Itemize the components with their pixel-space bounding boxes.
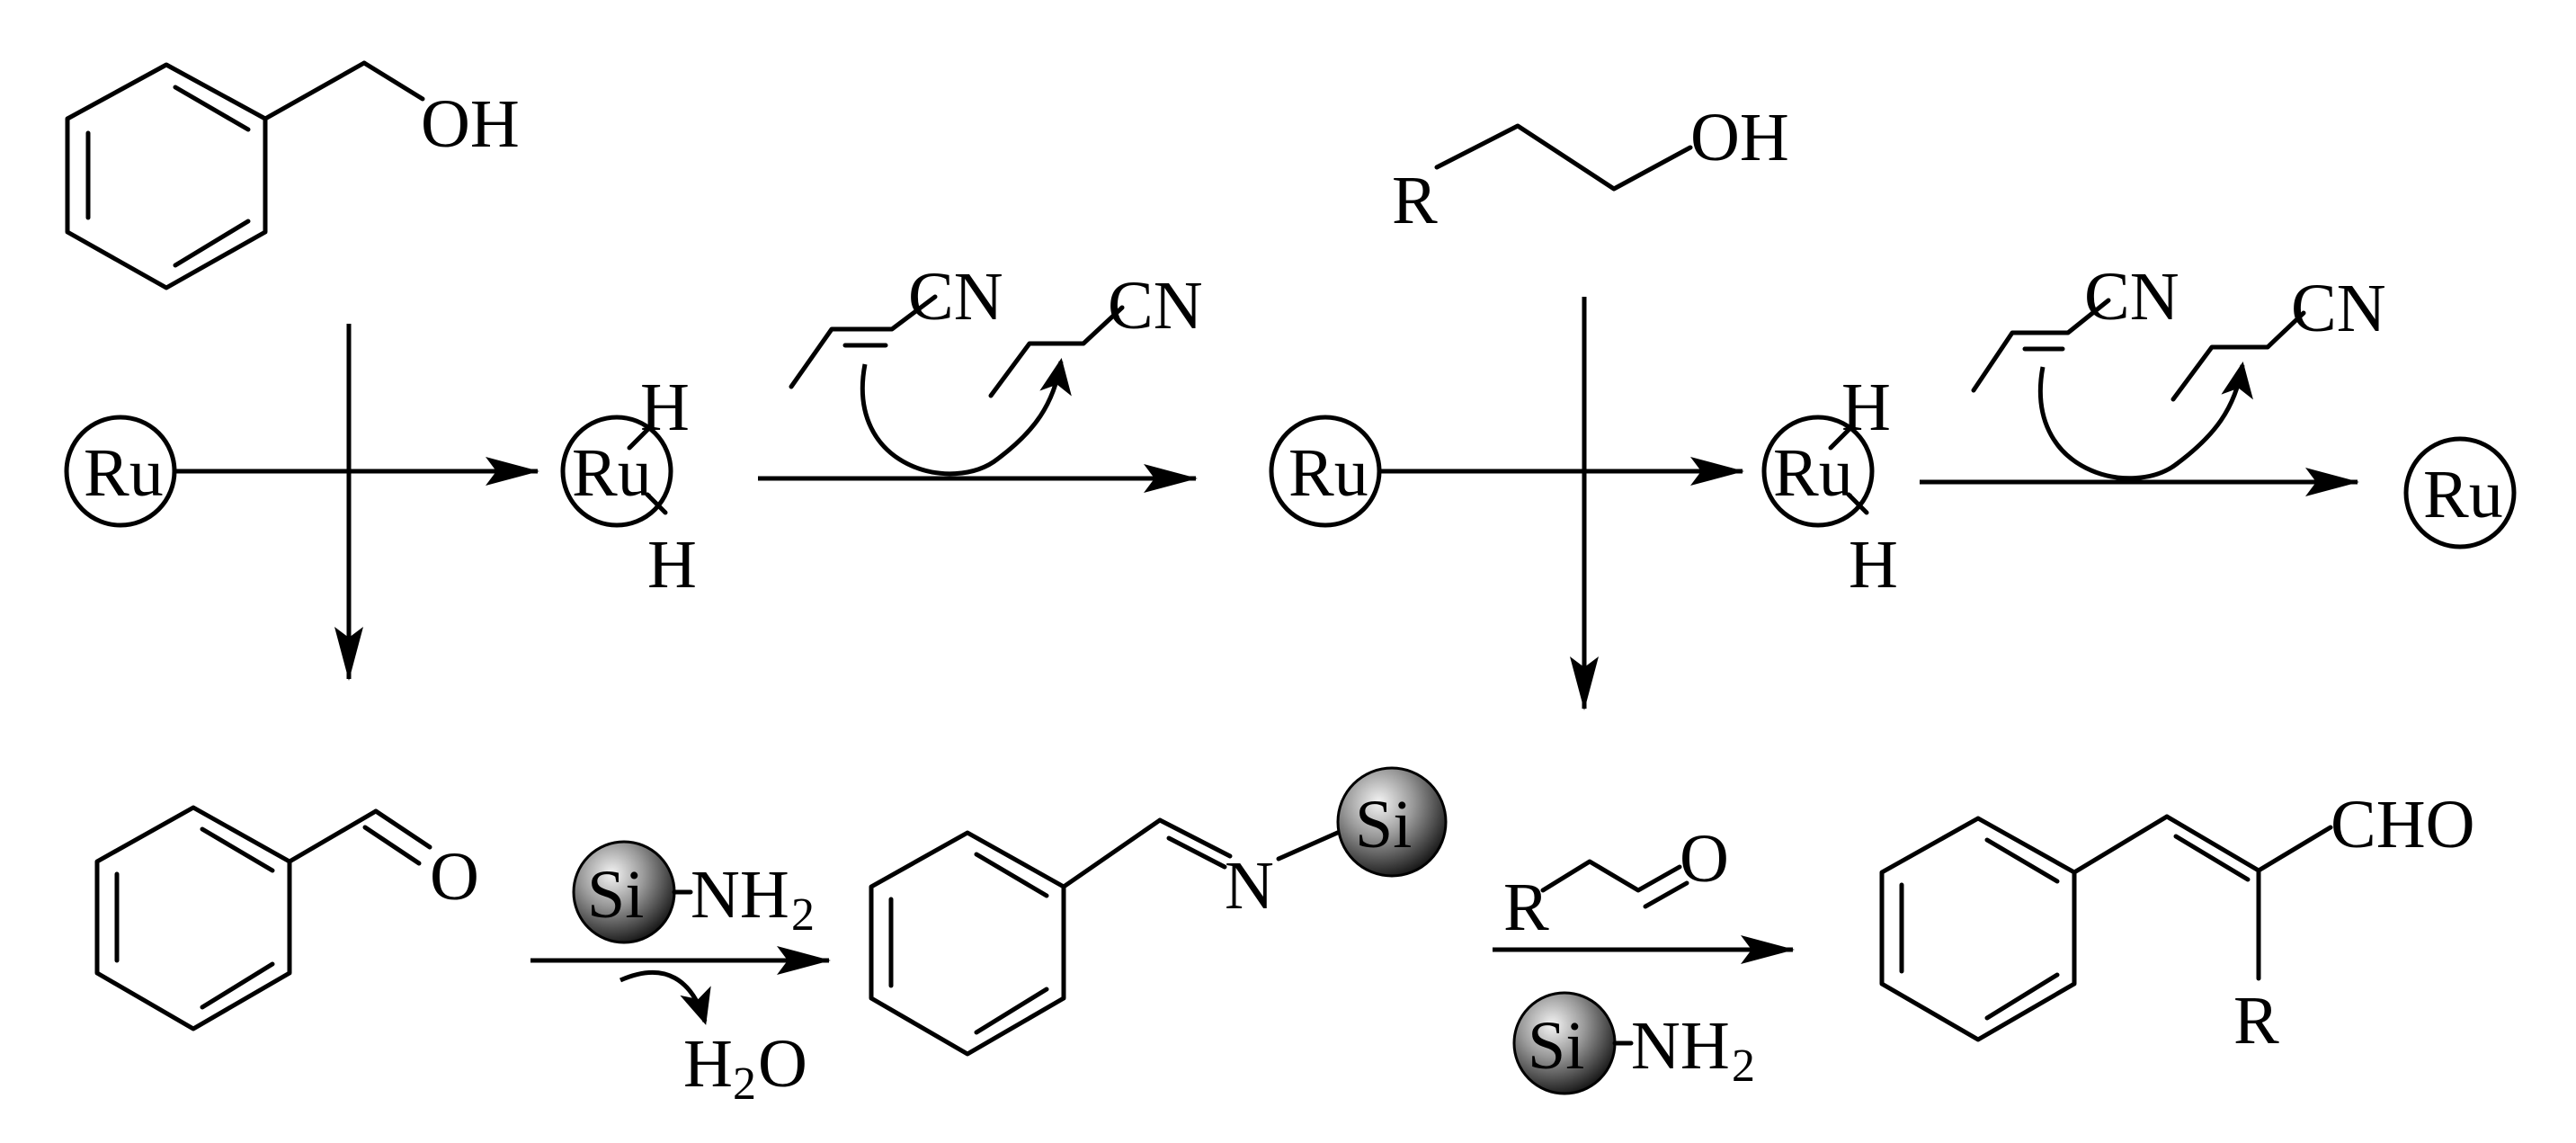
- ru-catalyst-2: Ru: [1269, 415, 1382, 528]
- amine-sub-1: 2: [791, 889, 815, 941]
- ru-label-5: Ru: [2423, 457, 2503, 532]
- acceptor-reduction-2: CN CN: [1971, 259, 2386, 481]
- water-sub: 2: [733, 1058, 756, 1110]
- aliphatic-aldehyde-reagent: R O: [1503, 821, 1729, 945]
- nitrile-label-2: CN: [1108, 268, 1203, 344]
- ru-label-1: Ru: [84, 435, 164, 511]
- r-group-label-2: R: [1503, 870, 1549, 945]
- ru-label-3: Ru: [1288, 435, 1368, 511]
- r-group-label-3: R: [2233, 983, 2279, 1058]
- silica-sphere-2: [1336, 766, 1448, 878]
- silica-imine: N Si: [869, 766, 1448, 1057]
- water-h: H: [683, 1026, 733, 1102]
- ru-label-2: Ru: [572, 435, 652, 511]
- nitrile-label-4: CN: [2291, 271, 2386, 346]
- hydride-top-1: H: [640, 370, 690, 445]
- alpha-substituted-cinnamaldehyde: CHO R: [1879, 787, 2474, 1058]
- si-label-1: Si: [587, 857, 644, 933]
- aliphatic-alcohol: R OH: [1392, 100, 1789, 238]
- imine-n-label: N: [1225, 848, 1274, 924]
- silica-amine-reagent-1: Si NH 2: [572, 840, 815, 944]
- hydride-bottom-2: H: [1849, 527, 1898, 603]
- ru-dihydride-1: Ru H H: [560, 370, 697, 603]
- benzaldehyde: O: [94, 805, 479, 1031]
- water-release-arrow: [619, 969, 711, 1025]
- acceptor-reduction-1: CN CN: [789, 259, 1203, 477]
- amine-label-2: NH: [1631, 1008, 1730, 1084]
- hydride-bottom-1: H: [647, 527, 697, 603]
- water-label: H 2 O: [683, 1026, 807, 1110]
- hydride-top-2: H: [1841, 370, 1891, 445]
- hydroxyl-label-2: OH: [1690, 100, 1789, 175]
- nitrile-label-1: CN: [908, 259, 1003, 335]
- ru-catalyst-1: Ru: [64, 415, 177, 528]
- aldehyde-label: CHO: [2331, 787, 2474, 862]
- nitrile-label-3: CN: [2084, 259, 2179, 335]
- carbonyl-o-label-1: O: [430, 839, 479, 915]
- ru-catalyst-3: Ru: [2403, 436, 2517, 549]
- si-label-3: Si: [1528, 1008, 1584, 1084]
- r-group-label-1: R: [1392, 163, 1438, 238]
- benzyl-alcohol: OH: [65, 60, 520, 290]
- silica-amine-reagent-2: Si NH 2: [1512, 991, 1755, 1095]
- amine-sub-2: 2: [1732, 1040, 1755, 1092]
- ru-dihydride-2: Ru H H: [1761, 370, 1898, 603]
- ru-label-4: Ru: [1773, 435, 1853, 511]
- water-o: O: [758, 1026, 807, 1102]
- si-label-2: Si: [1355, 787, 1412, 862]
- amine-label-1: NH: [691, 857, 789, 933]
- carbonyl-o-label-2: O: [1680, 821, 1729, 897]
- hydroxyl-label: OH: [421, 86, 520, 162]
